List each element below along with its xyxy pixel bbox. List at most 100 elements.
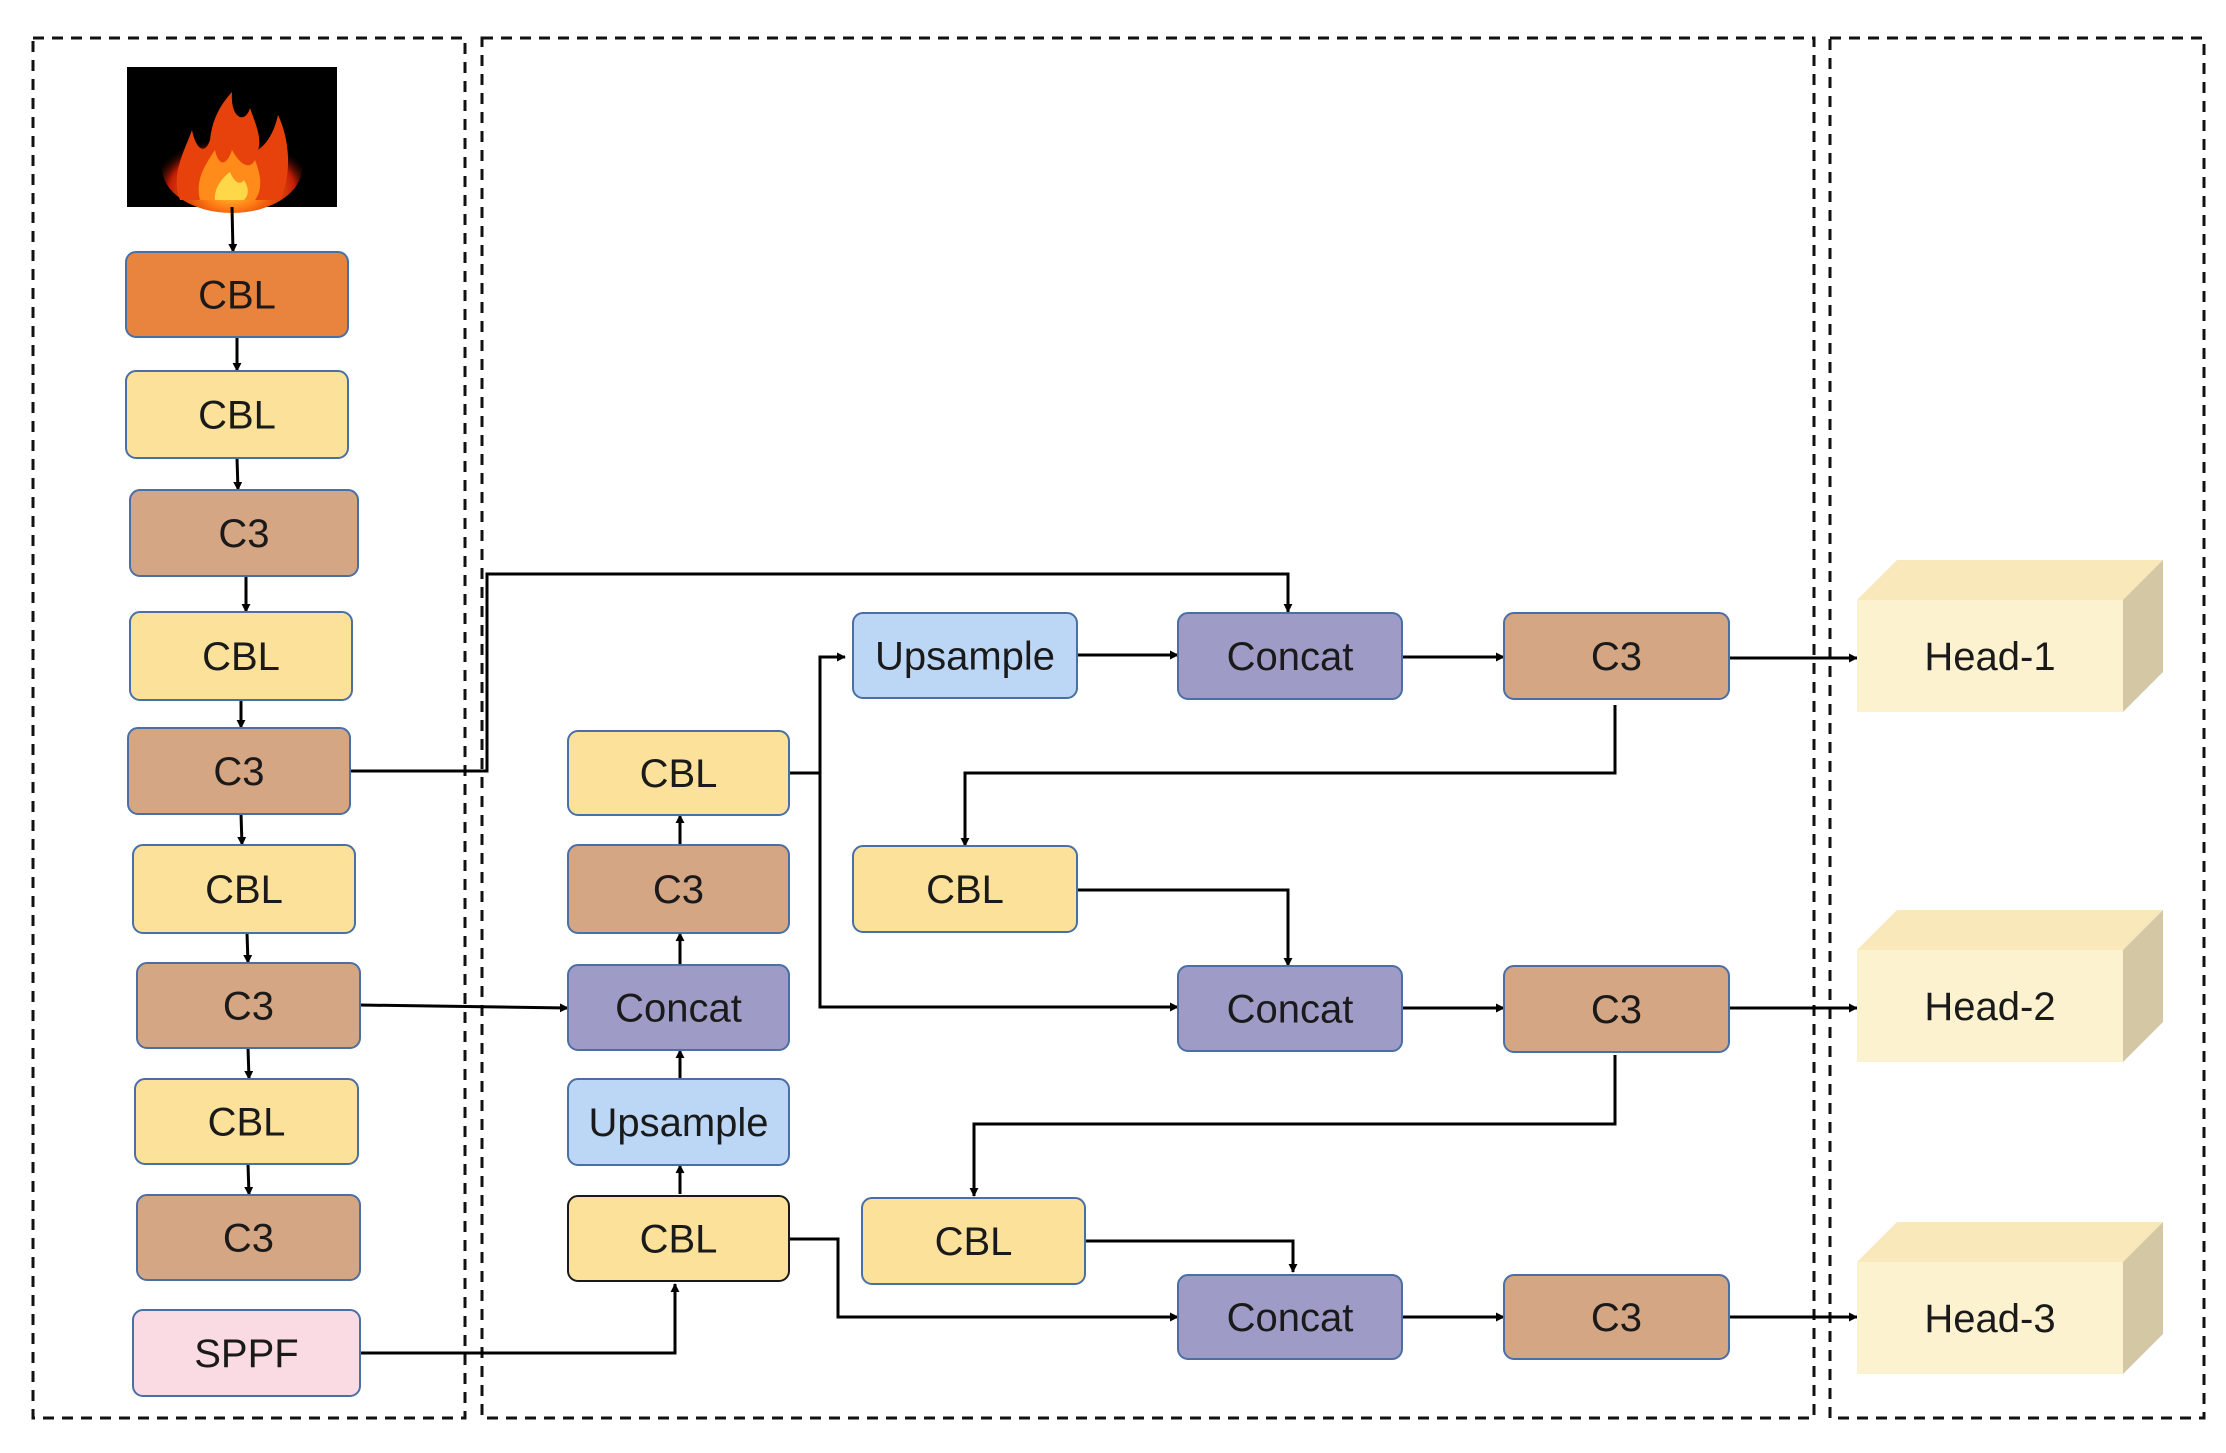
sppf-block: SPPF	[132, 1309, 361, 1397]
c3-block: C3	[136, 1194, 361, 1281]
cbl-block: CBL	[129, 611, 353, 701]
c3-block: C3	[136, 962, 361, 1049]
c3-block-box	[136, 962, 361, 1049]
arrow	[244, 1163, 254, 1196]
arrow	[789, 1237, 1179, 1322]
c3-block-label: C3	[1591, 988, 1642, 1032]
neck-frame	[480, 36, 1816, 1420]
head-1-block-front	[1857, 600, 2123, 712]
cbl-block: CBL	[567, 1195, 790, 1282]
head-1-block: Head-1	[1857, 560, 2163, 712]
cbl-block: CBL	[852, 845, 1078, 933]
head-2-block-label: Head-2	[1924, 985, 2055, 1029]
c3-block: C3	[127, 727, 351, 815]
sppf-block-box	[132, 1309, 361, 1397]
cbl-block-box	[125, 251, 349, 338]
arrow	[233, 457, 243, 491]
cbl-block: CBL	[132, 844, 356, 934]
c3-block-label: C3	[223, 1217, 274, 1261]
cbl-block: CBL	[567, 730, 790, 816]
cbl-block-box	[852, 845, 1078, 933]
arrow	[789, 652, 846, 775]
c3-block-label: C3	[1591, 635, 1642, 679]
c3-block-label: C3	[218, 512, 269, 556]
upsample-block-box	[567, 1078, 790, 1166]
cbl-block-label: CBL	[208, 1101, 286, 1145]
section-frames	[31, 36, 2206, 1420]
concat-block: Concat	[1177, 965, 1403, 1052]
upsample-block-label: Upsample	[875, 635, 1055, 679]
upsample-block-box	[852, 612, 1078, 699]
concat-block-label: Concat	[1227, 1296, 1354, 1340]
cbl-block: CBL	[861, 1197, 1086, 1285]
fire-image-icon	[162, 92, 302, 213]
concat-block: Concat	[1177, 1274, 1403, 1360]
arrow	[244, 1047, 254, 1080]
c3-block: C3	[1503, 612, 1730, 700]
arrow	[1085, 1239, 1298, 1273]
cbl-block: CBL	[134, 1078, 359, 1165]
arrow	[818, 773, 1179, 1012]
head-3-block-front	[1857, 1262, 2123, 1374]
cbl-block-label: CBL	[205, 868, 283, 912]
concat-block-box	[567, 964, 790, 1051]
concat-block-label: Concat	[1227, 635, 1354, 679]
head-2-block-side	[2123, 910, 2163, 1062]
head-3-block-label: Head-3	[1924, 1297, 2055, 1341]
c3-block-label: C3	[223, 985, 274, 1029]
concat-block-box	[1177, 612, 1403, 700]
head-3-block-side	[2123, 1222, 2163, 1374]
c3-block-box	[1503, 612, 1730, 700]
arrow	[960, 705, 1617, 847]
cbl-block-label: CBL	[935, 1220, 1013, 1264]
cbl-block-box	[125, 370, 349, 459]
backbone-frame	[31, 36, 467, 1420]
cbl-block-label: CBL	[198, 274, 276, 318]
c3-block: C3	[1503, 965, 1730, 1053]
arrow	[1077, 888, 1293, 967]
concat-block: Concat	[1177, 612, 1403, 700]
cbl-block-box	[567, 1195, 790, 1282]
cbl-block: CBL	[125, 370, 349, 459]
c3-block: C3	[1503, 1274, 1730, 1360]
cbl-block-box	[861, 1197, 1086, 1285]
cbl-block-label: CBL	[640, 1218, 718, 1262]
arrow	[350, 572, 1293, 773]
cbl-block-box	[132, 844, 356, 934]
arrow	[969, 1055, 1617, 1197]
c3-block-label: C3	[1591, 1296, 1642, 1340]
concat-block-label: Concat	[615, 987, 742, 1031]
arrow	[359, 1003, 569, 1013]
upsample-block: Upsample	[852, 612, 1078, 699]
head-1-block-top	[1857, 560, 2163, 600]
arrow	[243, 932, 253, 964]
sppf-block-label: SPPF	[194, 1332, 298, 1376]
arrow	[237, 813, 247, 846]
head-2-block-front	[1857, 950, 2123, 1062]
head-1-block-side	[2123, 560, 2163, 712]
cbl-block: CBL	[125, 251, 349, 338]
head-1-block-label: Head-1	[1924, 635, 2055, 679]
concat-block-label: Concat	[1227, 988, 1354, 1032]
c3-block-box	[136, 1194, 361, 1281]
nodes: CBLCBLC3CBLC3CBLC3CBLC3SPPFCBLUpsampleCo…	[125, 251, 1730, 1397]
concat-block-box	[1177, 1274, 1403, 1360]
c3-block-box	[567, 844, 790, 934]
head-2-block-top	[1857, 910, 2163, 950]
c3-block-box	[127, 727, 351, 815]
c3-block: C3	[567, 844, 790, 934]
arrow	[228, 206, 238, 253]
head-3-block: Head-3	[1857, 1222, 2163, 1374]
cbl-block-label: CBL	[198, 394, 276, 438]
cbl-block-label: CBL	[926, 868, 1004, 912]
c3-block: C3	[129, 489, 359, 577]
concat-block: Concat	[567, 964, 790, 1051]
c3-block-box	[1503, 965, 1730, 1053]
c3-block-box	[1503, 1274, 1730, 1360]
connectors	[228, 206, 1858, 1355]
head-frame	[1828, 36, 2206, 1420]
concat-block-box	[1177, 965, 1403, 1052]
upsample-block: Upsample	[567, 1078, 790, 1166]
input-image	[127, 67, 337, 213]
